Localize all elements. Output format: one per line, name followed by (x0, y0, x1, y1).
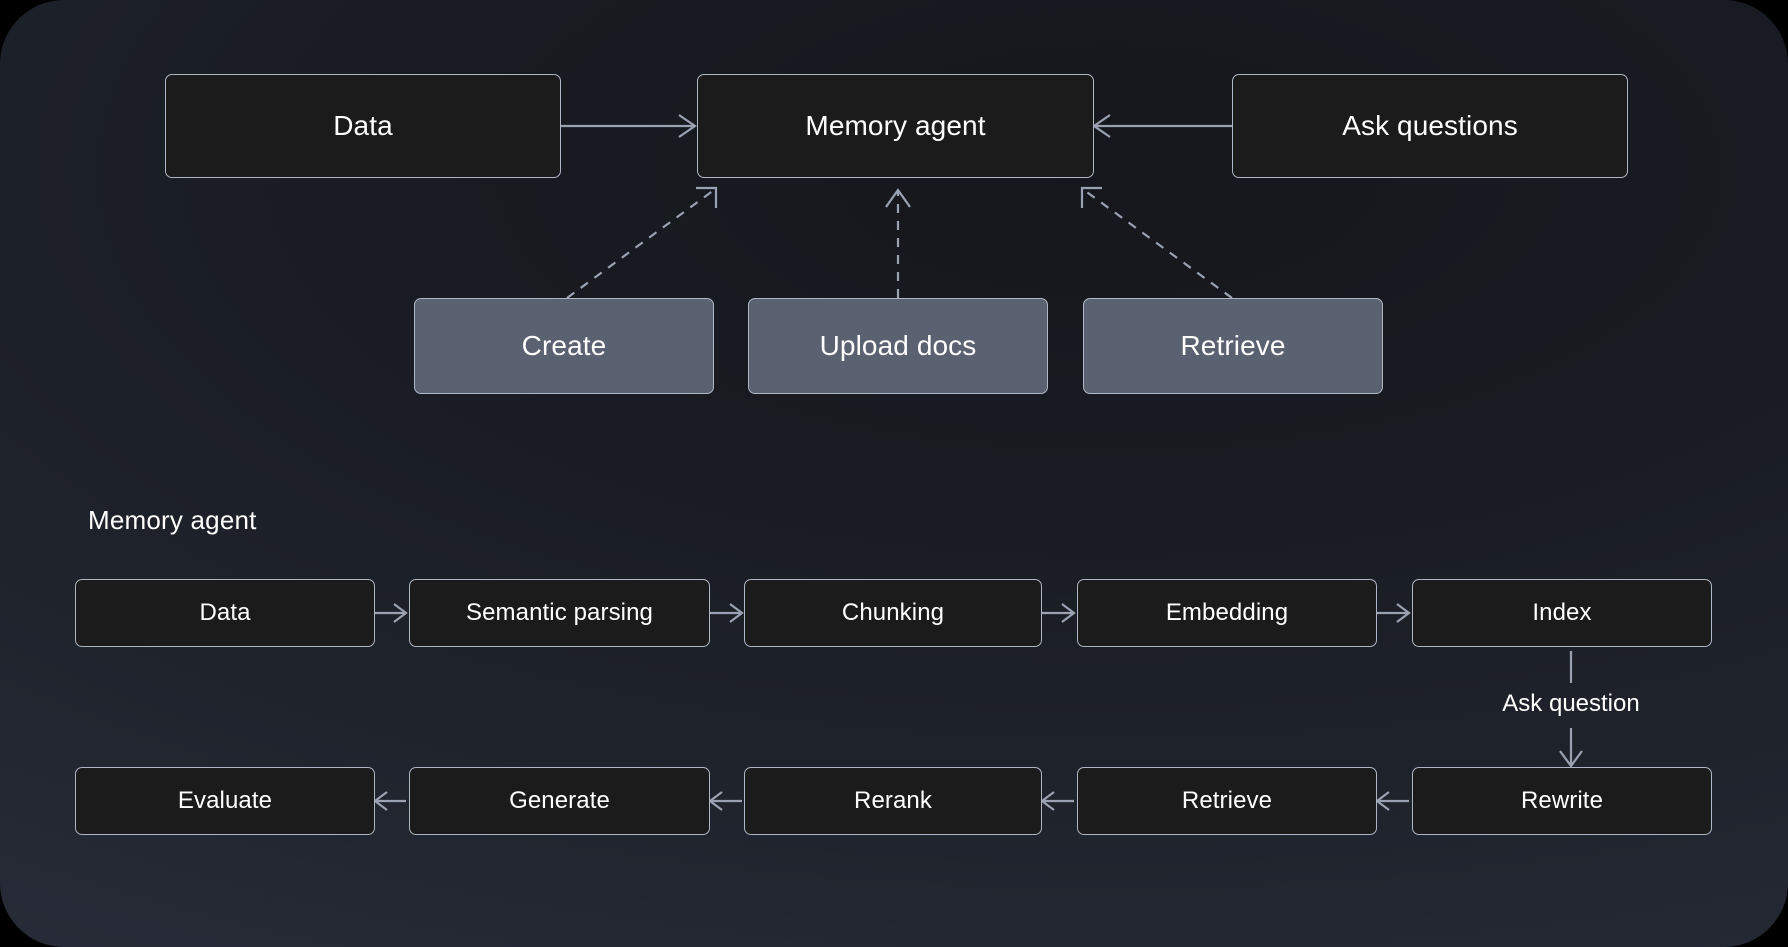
node-label: Evaluate (177, 787, 273, 814)
arrow-rerank-to-generate (708, 791, 742, 811)
node-query-generate[interactable]: Generate (409, 767, 710, 835)
node-label: Index (1532, 599, 1592, 626)
node-data[interactable]: Data (165, 74, 561, 178)
arrow-pipe-chunking-to-embedding (1042, 603, 1076, 623)
arrow-retrieve-to-memory-agent (1080, 186, 1233, 299)
node-query-retrieve[interactable]: Retrieve (1077, 767, 1377, 835)
node-label: Chunking (841, 599, 945, 626)
arrow-pipe-semantic-parsing-to-chunking (710, 603, 744, 623)
node-label: Retrieve (1180, 330, 1286, 361)
node-label: Ask questions (1342, 110, 1518, 141)
node-label: Embedding (1165, 599, 1289, 626)
node-label: Upload docs (819, 330, 977, 361)
node-query-rewrite[interactable]: Rewrite (1412, 767, 1712, 835)
arrow-data-to-memory-agent (561, 114, 697, 138)
arrow-pipe-embedding-to-index (1377, 603, 1411, 623)
node-query-evaluate[interactable]: Evaluate (75, 767, 375, 835)
node-pipe-chunking[interactable]: Chunking (744, 579, 1042, 647)
node-ask-questions[interactable]: Ask questions (1232, 74, 1628, 178)
node-label: Create (521, 330, 607, 361)
arrow-create-to-memory-agent (566, 186, 718, 299)
node-label: Generate (509, 787, 610, 814)
node-label: Retrieve (1181, 787, 1273, 814)
arrow-retrieve-to-rerank (1040, 791, 1074, 811)
arrow-generate-to-evaluate (373, 791, 406, 811)
node-upload-docs[interactable]: Upload docs (748, 298, 1048, 394)
arrow-pipe-data-to-semantic-parsing (375, 603, 408, 623)
node-label: Data (199, 599, 251, 626)
node-pipe-embedding[interactable]: Embedding (1077, 579, 1377, 647)
node-pipe-index[interactable]: Index (1412, 579, 1712, 647)
section-title-memory-agent: Memory agent (88, 505, 257, 535)
node-create[interactable]: Create (414, 298, 714, 394)
node-label: Memory agent (805, 110, 986, 141)
node-pipe-semantic-parsing[interactable]: Semantic parsing (409, 579, 710, 647)
node-pipe-data[interactable]: Data (75, 579, 375, 647)
node-query-rerank[interactable]: Rerank (744, 767, 1042, 835)
edge-label-ask-question: Ask question (1502, 690, 1640, 717)
node-retrieve-capability[interactable]: Retrieve (1083, 298, 1383, 394)
node-label: Semantic parsing (465, 599, 654, 626)
node-label: Data (333, 110, 393, 141)
node-label: Rewrite (1520, 787, 1604, 814)
arrow-upload-docs-to-memory-agent (885, 188, 911, 298)
arrow-ask-questions-to-memory-agent (1092, 114, 1232, 138)
node-memory-agent[interactable]: Memory agent (697, 74, 1094, 178)
node-label: Rerank (854, 787, 932, 814)
arrow-rewrite-to-retrieve (1375, 791, 1409, 811)
